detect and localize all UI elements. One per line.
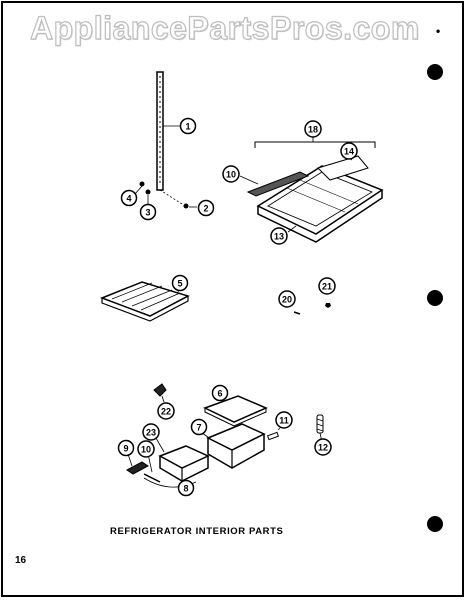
clip-part-21	[325, 303, 331, 308]
callout-6: 6	[211, 384, 229, 402]
crisper-drawer-large	[197, 423, 266, 469]
callout-11-label: 11	[279, 416, 289, 426]
binder-hole-top	[427, 64, 443, 80]
binder-hole-bottom	[427, 516, 443, 532]
diagram-caption: REFRIGERATOR INTERIOR PARTS	[110, 526, 284, 537]
callout-1-label: 1	[185, 122, 190, 132]
callout-20: 20	[278, 290, 296, 308]
watermark: AppliancePartsPros.com	[29, 9, 420, 46]
page-number: 16	[15, 555, 27, 566]
callout-4: 4	[120, 189, 138, 207]
shelf-standard-part	[156, 71, 181, 191]
callout-8-label: 8	[183, 484, 188, 494]
callout-22-label: 22	[161, 407, 171, 417]
callout-14-label: 14	[344, 147, 354, 157]
callout-18: 18	[304, 120, 322, 138]
callout-20-label: 20	[282, 295, 292, 305]
callout-12: 12	[314, 438, 332, 456]
binder-hole-middle	[427, 290, 443, 306]
callout-2: 2	[197, 199, 215, 217]
callout-9: 9	[117, 439, 135, 457]
callout-10-lower-label: 10	[141, 445, 151, 455]
callout-12-label: 12	[318, 443, 328, 453]
callout-10-upper: 10	[222, 165, 240, 183]
screw-parts	[134, 181, 197, 209]
callout-23-label: 23	[146, 428, 156, 438]
corner-mark: •	[436, 24, 441, 38]
callout-21: 21	[318, 277, 336, 295]
callout-3: 3	[139, 203, 157, 221]
callout-7: 7	[190, 418, 208, 436]
callout-10-upper-label: 10	[226, 170, 236, 180]
callout-9-label: 9	[123, 444, 128, 454]
callout-14: 14	[340, 142, 358, 160]
callout-1: 1	[179, 117, 197, 135]
wire-shelf-part	[99, 281, 190, 322]
spring-part-12	[316, 414, 324, 443]
callout-18-label: 18	[308, 125, 318, 135]
callout-6-label: 6	[217, 389, 222, 399]
pin-part-20	[293, 311, 301, 315]
assembly-bracket-18	[254, 141, 376, 148]
callout-22: 22	[157, 402, 175, 420]
callout-7-label: 7	[196, 423, 201, 433]
callout-13: 13	[270, 227, 288, 245]
screw-part-11	[266, 425, 283, 441]
callout-23: 23	[142, 423, 160, 441]
callout-10-lower: 10	[137, 440, 155, 458]
crisper-shelf-assembly	[239, 155, 384, 243]
callout-5: 5	[171, 274, 189, 292]
callout-8: 8	[177, 479, 195, 497]
knob-part-22	[153, 383, 167, 403]
callout-5-label: 5	[177, 279, 182, 289]
callout-21-label: 21	[322, 282, 332, 292]
callout-11: 11	[275, 411, 293, 429]
callout-4-label: 4	[126, 194, 131, 204]
callout-13-label: 13	[274, 232, 284, 242]
crisper-cover-part	[203, 395, 268, 423]
crisper-drawer-small	[155, 437, 210, 482]
callout-3-label: 3	[145, 208, 150, 218]
callout-2-label: 2	[203, 204, 208, 214]
